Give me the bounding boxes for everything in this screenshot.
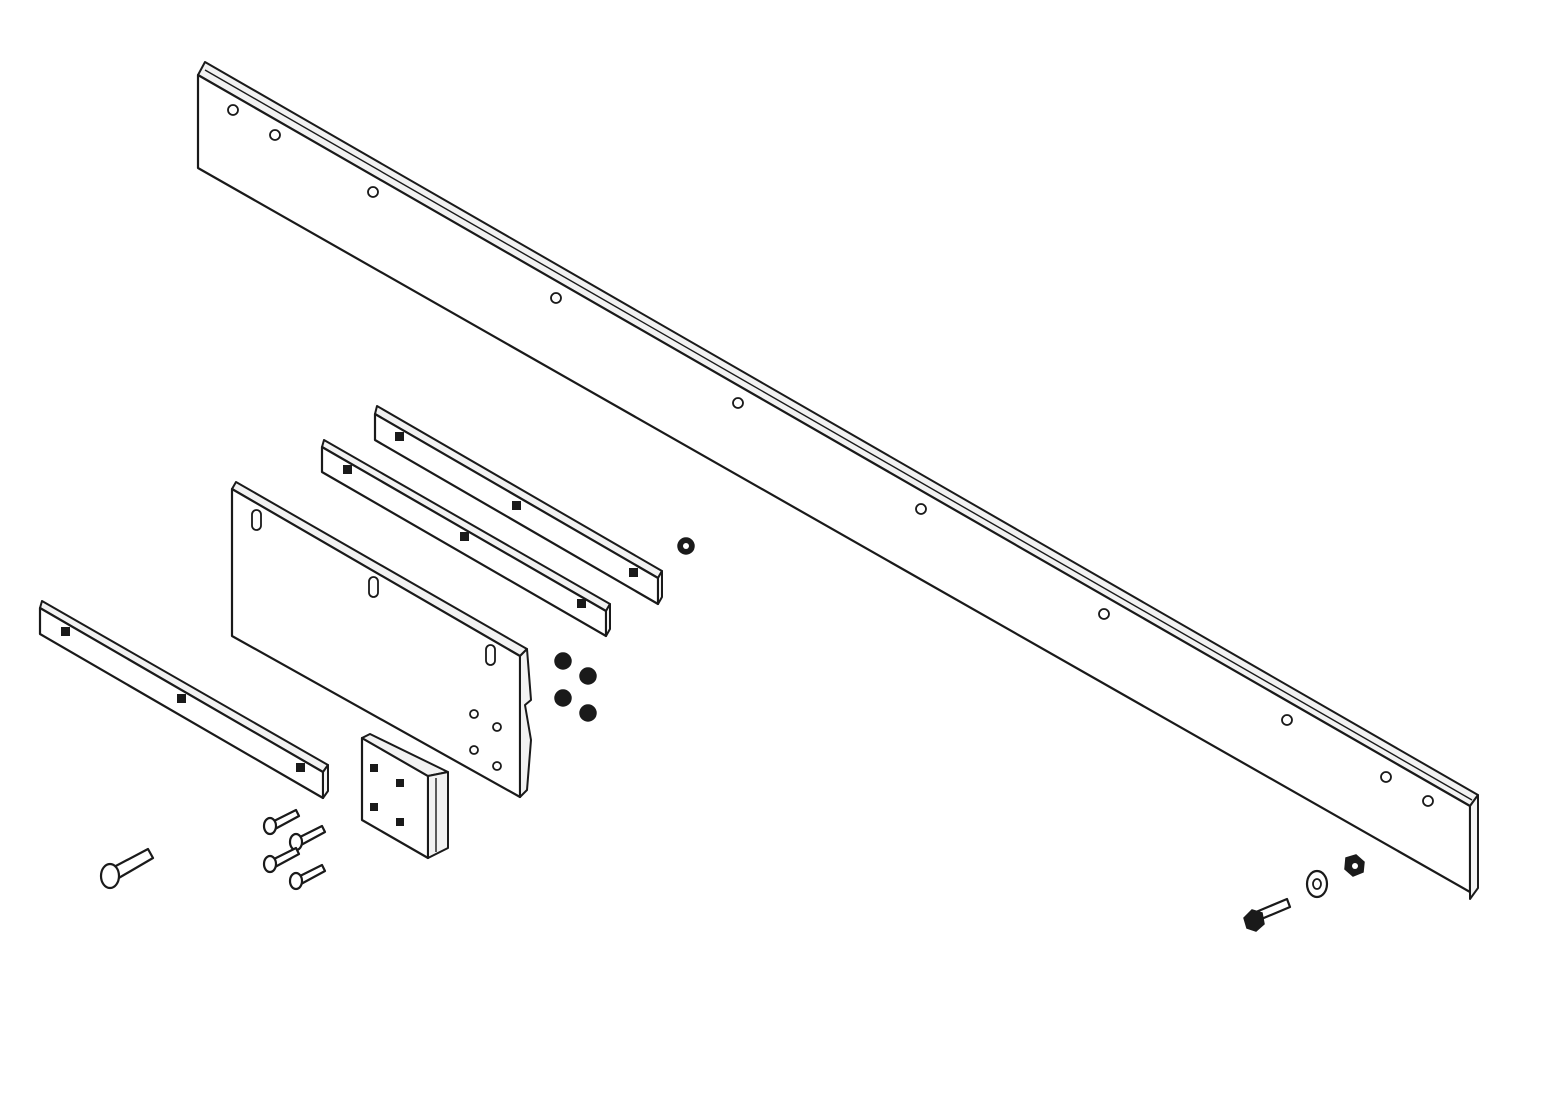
short-strip-b bbox=[320, 439, 611, 638]
washer bbox=[1305, 869, 1329, 899]
square-block bbox=[360, 733, 449, 860]
hex-bolt bbox=[1243, 897, 1292, 932]
carriage-bolt-large bbox=[99, 847, 155, 890]
carriage-bolts bbox=[99, 808, 327, 891]
long-bar bbox=[196, 61, 1479, 900]
hex-nut bbox=[1344, 854, 1365, 877]
nut-single bbox=[677, 537, 695, 555]
mounting-plate bbox=[230, 481, 532, 799]
long-bar-holes bbox=[227, 104, 1434, 807]
carriage-bolt-small-3 bbox=[262, 846, 301, 874]
bolt-washer-nut bbox=[1243, 854, 1365, 932]
carriage-bolt-small-2 bbox=[288, 824, 327, 852]
front-strip bbox=[38, 600, 329, 800]
short-strip-a bbox=[373, 405, 663, 606]
carriage-bolt-small-4 bbox=[288, 863, 327, 891]
nuts bbox=[554, 652, 597, 722]
carriage-bolt-small-1 bbox=[262, 808, 301, 836]
